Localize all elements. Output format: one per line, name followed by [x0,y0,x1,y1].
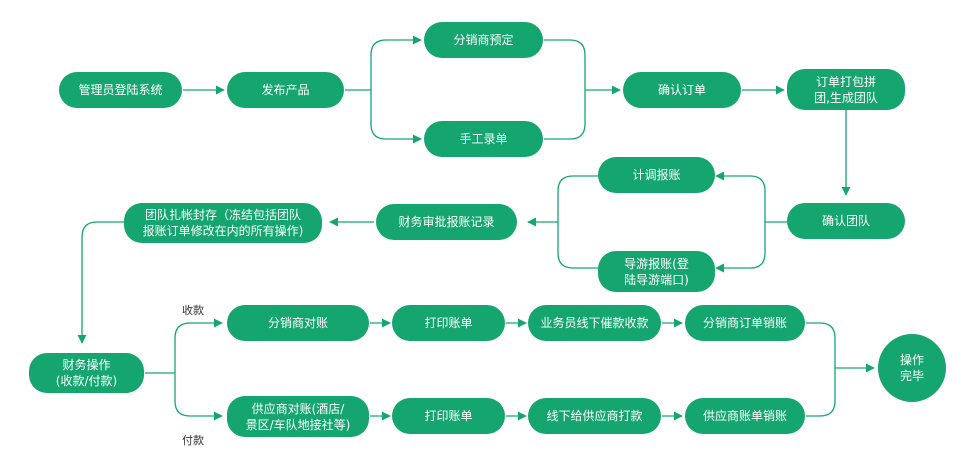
node-print-bill-2: 打印账单 [392,398,505,434]
edge-booking-merge [544,39,586,90]
edge-supwo-merge [806,368,836,417]
node-admin-login: 管理员登陆系统 [59,72,182,108]
node-publish-product: 发布产品 [227,72,344,108]
node-dist-reconcile: 分销商对账 [227,305,369,341]
node-offline-pay: 线下给供应商打款 [528,398,661,434]
node-dist-writeoff: 分销商订单销账 [685,305,805,341]
edge-plan-merge [557,175,598,222]
edge-split-booking [370,35,422,90]
node-finance-approve: 财务审批报账记录 [376,204,517,240]
node-sales-collect: 业务员线下催款收款 [528,305,661,341]
node-print-bill-1: 打印账单 [392,305,505,341]
node-manual-entry: 手工录单 [424,121,543,157]
edge-split-supplier [174,373,223,421]
label-pay: 付款 [182,434,204,447]
node-seal-group: 团队扎帐封存（冻结包括团队 报账订单修改在内的所有操作) [124,203,322,243]
node-finance-op: 财务操作 (收款/付款) [29,353,144,393]
node-supplier-reconcile: 供应商对账(酒店/ 景区/车队地接社等) [227,396,369,437]
edge-guide-merge [557,222,598,269]
edge-split-plan [715,171,766,222]
node-supplier-writeoff: 供应商账单销账 [685,398,805,434]
node-done: 操作 完毕 [878,334,946,402]
edge-split-manual [370,90,422,144]
edge-manual-merge [544,90,586,140]
node-guide-reimburse: 导游报账(登 陆导游端口) [598,251,715,292]
edge-distwo-merge [806,322,836,368]
node-plan-reimburse: 计调报账 [598,157,715,193]
node-confirm-order: 确认订单 [623,72,741,108]
node-distributor-booking: 分销商预定 [424,22,543,58]
label-receive: 收款 [182,304,204,317]
edge-split-dist [174,318,223,373]
edge-split-guide [715,222,766,273]
edge-seal-finance [77,221,124,344]
node-confirm-group: 确认团队 [787,203,905,239]
node-order-group: 订单打包拼 团,生成团队 [787,69,905,110]
